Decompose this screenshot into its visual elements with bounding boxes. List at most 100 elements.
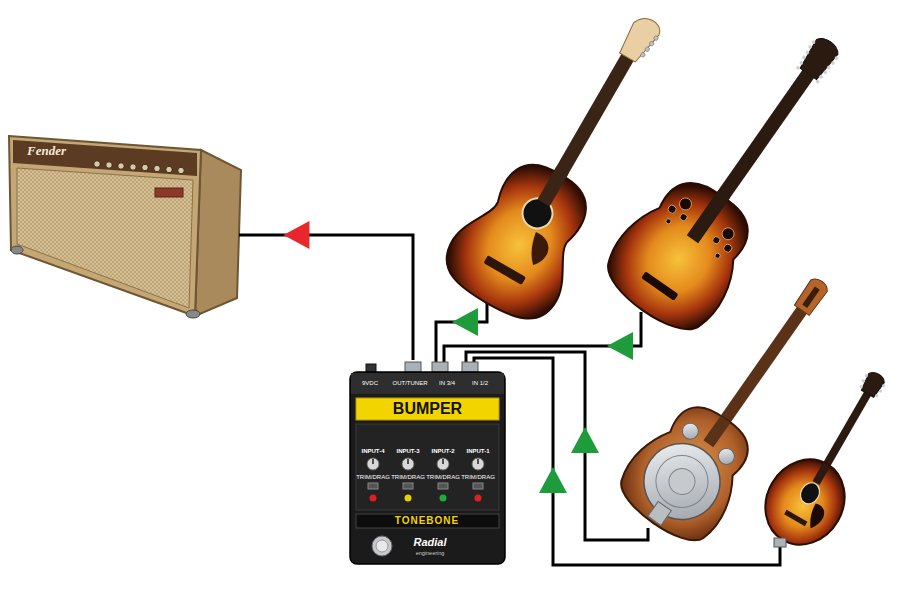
tuner: [861, 379, 865, 383]
fretboard: [813, 462, 831, 485]
signal-arrow: [571, 427, 599, 453]
led: [475, 495, 482, 502]
tuners: [794, 40, 839, 86]
amp-side: [195, 150, 241, 316]
amp-knob: [130, 164, 136, 170]
tuner: [859, 384, 863, 388]
signal-arrow: [607, 332, 633, 360]
knob: [367, 458, 379, 470]
tuners: [858, 374, 886, 399]
amplifier: Fender: [5, 130, 243, 318]
tuner: [640, 52, 646, 58]
cable-plug: [774, 538, 786, 547]
acoustic-guitar: [434, 0, 702, 333]
knob: [402, 458, 414, 470]
channel-label: INPUT-3: [396, 448, 419, 454]
amp-knobs: [94, 161, 184, 174]
amp-grille: [17, 168, 193, 308]
tuner: [644, 46, 650, 52]
tuner: [795, 65, 800, 70]
jack-label: OUT/TUNER: [393, 380, 428, 386]
soundhole: [665, 218, 672, 225]
screen: [679, 420, 701, 442]
knob-pointer: [477, 459, 479, 464]
soundhole: [666, 204, 677, 215]
tuners: [640, 34, 659, 60]
jack-label: IN 1/2: [472, 380, 488, 386]
tuner: [819, 74, 824, 79]
cone-ring: [664, 463, 700, 499]
control-label: TRIM/DRAG: [461, 474, 495, 480]
mandolin-neck: [819, 392, 871, 474]
brand-logo: Fender: [27, 143, 66, 159]
tuner: [864, 374, 868, 378]
brand-band: [356, 514, 499, 528]
soundhole: [720, 225, 737, 242]
brand-label: TONEBONE: [395, 516, 460, 526]
tuner: [830, 61, 835, 66]
maker-tagline: engineering: [416, 551, 445, 557]
footswitch-cap: [376, 540, 388, 552]
tuner: [653, 35, 659, 41]
fretboard: [703, 416, 730, 447]
amp-foot: [186, 310, 200, 318]
guitar-neck: [714, 307, 807, 433]
amp-knob: [154, 165, 160, 171]
pedal-band: [356, 398, 499, 420]
pedal-body: [350, 372, 505, 564]
led: [405, 495, 412, 502]
signal-arrow: [452, 308, 478, 336]
switch: [438, 483, 448, 489]
signal-connector: [239, 221, 413, 360]
pedal-top-panel: [351, 373, 504, 394]
fretboard: [537, 167, 568, 207]
input-jack: [462, 362, 478, 372]
twelve-string-guitar: [594, 8, 880, 345]
tuner: [649, 41, 655, 47]
mandolin: [750, 355, 900, 559]
knob-pointer: [442, 459, 444, 464]
power-jack: [366, 364, 376, 372]
input-jack: [432, 362, 448, 372]
switches: [368, 483, 483, 489]
amp-foot: [11, 246, 23, 254]
amp-badge: [155, 188, 183, 197]
trim-knobs: [367, 458, 484, 470]
guitar-neck: [549, 54, 634, 187]
switch: [368, 483, 378, 489]
jack-label: IN 3/4: [439, 380, 455, 386]
tuner: [799, 60, 804, 65]
knob: [472, 458, 484, 470]
channel-label: INPUT-2: [431, 448, 454, 454]
arrow-head: [283, 221, 309, 249]
pickguard: [521, 232, 554, 268]
mandolin-headstock: [860, 370, 887, 398]
switch: [403, 483, 413, 489]
jack-label: 9VDC: [362, 380, 378, 386]
amp-knob: [166, 166, 172, 172]
control-label: TRIM/DRAG: [426, 474, 460, 480]
knob-pointer: [372, 459, 374, 464]
guitar-headstock: [617, 13, 664, 66]
screen: [715, 445, 737, 467]
tuner: [808, 45, 813, 50]
cover-plate: [629, 429, 735, 535]
footswitch: [372, 536, 392, 556]
pedal-name: BUMPER: [393, 400, 462, 418]
tuner: [881, 384, 885, 388]
headstock-slot: [802, 286, 820, 307]
amp-knob: [178, 167, 184, 173]
bridge: [483, 255, 526, 285]
switch: [473, 483, 483, 489]
tuner: [834, 56, 839, 61]
tuner: [801, 55, 806, 60]
amp-knob: [142, 164, 148, 170]
tuner: [805, 50, 810, 55]
bumper-pedal: BUMPER: [350, 360, 505, 564]
output-jack: [405, 362, 421, 372]
amplifier-illustration: [9, 136, 241, 318]
